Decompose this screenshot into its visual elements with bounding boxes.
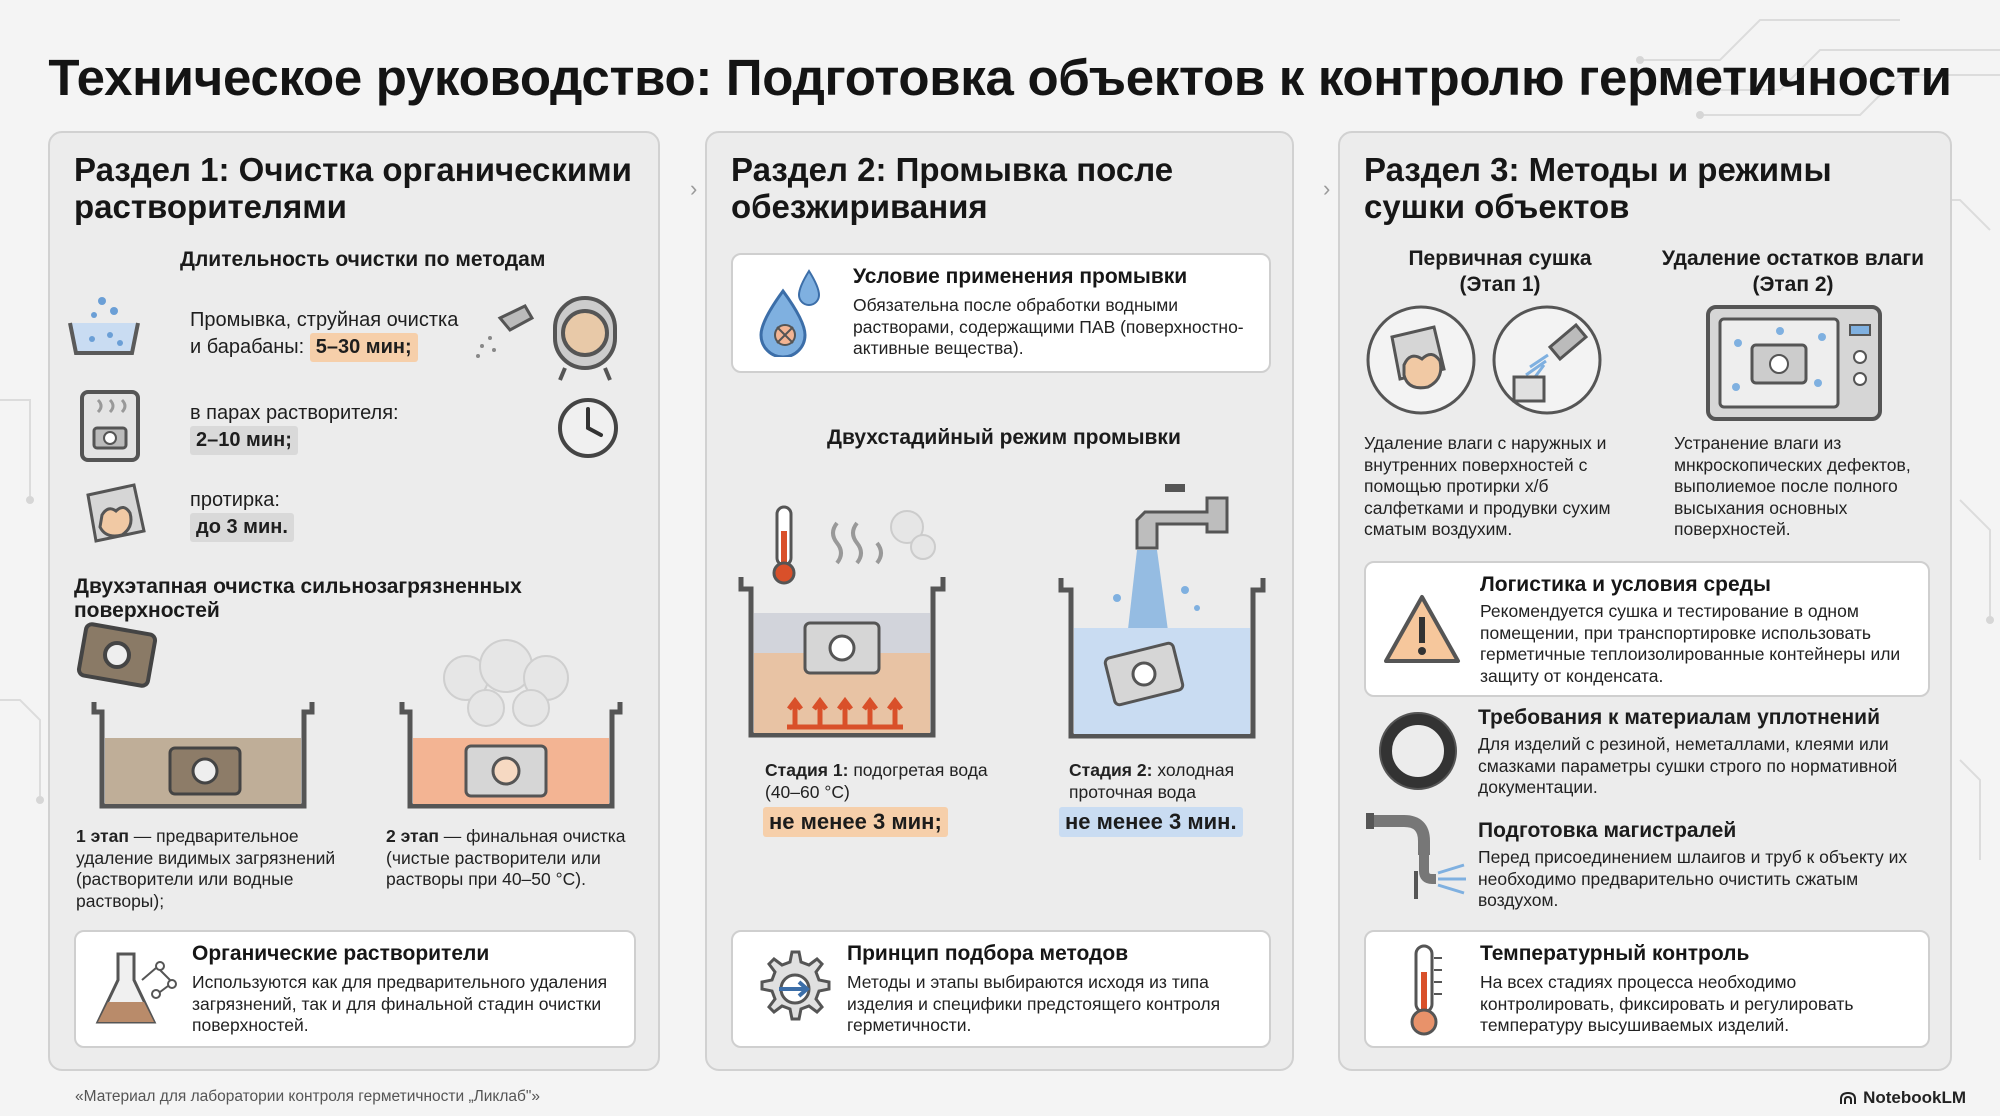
arrow-icon: › bbox=[1323, 176, 1331, 201]
section-1-title: Раздел 1: Очистка органическими раствори… bbox=[74, 151, 632, 225]
card-title: Органические растворители bbox=[192, 942, 490, 965]
stage-2-duration: не менее 3 мин. bbox=[1059, 807, 1243, 837]
method-1-text: Промывка, струйная очистка и барабаны: 5… bbox=[190, 308, 458, 362]
card-text: На всех стадиях процесса необходимо конт… bbox=[1480, 972, 1854, 1035]
gear-icon bbox=[760, 950, 831, 1021]
wash-tank-icon bbox=[68, 297, 140, 355]
method-1-duration: 5–30 мин; bbox=[309, 333, 418, 362]
warm-water-tank-icon bbox=[738, 505, 946, 738]
warning-icon bbox=[1384, 595, 1460, 663]
section-3-title: Раздел 3: Методы и режимы сушки объектов bbox=[1364, 151, 1832, 225]
method-selection-card: Принцип подбора методов Методы и этапы в… bbox=[731, 930, 1271, 1048]
wipe-icon bbox=[86, 483, 146, 543]
clock-icon bbox=[558, 398, 618, 458]
dirty-part-icon bbox=[76, 622, 158, 688]
flask-icon bbox=[95, 952, 177, 1024]
card-text: Методы и этапы выбираются исходя из типа… bbox=[847, 972, 1221, 1035]
section-2-panel: Раздел 2: Промывка после обезжиривания У… bbox=[705, 131, 1294, 1071]
thermometer-icon bbox=[1410, 944, 1442, 1036]
wipe-circle-icon bbox=[1366, 305, 1476, 415]
card-title: Температурный контроль bbox=[1480, 942, 1750, 965]
spray-drum-icon bbox=[476, 296, 617, 381]
residual-drying-heading: Удаление остатков влаги (Этап 2) bbox=[1661, 247, 1925, 296]
two-stage-heading: Двухэтапная очистка сильнозагрязненных п… bbox=[74, 575, 522, 622]
residual-drying-text: Устранение влаги из мнкроскопических деф… bbox=[1674, 433, 1911, 539]
drying-oven-icon bbox=[1706, 305, 1882, 421]
temperature-card: Температурный контроль На всех стадиях п… bbox=[1364, 930, 1930, 1048]
stage-2-text: 2 этап — финальная очистка (чистые раств… bbox=[386, 826, 626, 889]
seal-ring-icon bbox=[1379, 712, 1457, 790]
condition-card: Условие применения промывки Обязательна … bbox=[731, 253, 1271, 373]
durations-heading: Длительность очистки по методам bbox=[180, 248, 546, 271]
logistics-card: Логистика и условия среды Рекомендуется … bbox=[1364, 561, 1930, 697]
organic-solvents-card: Органические растворители Используются к… bbox=[74, 930, 636, 1048]
footer-brand: NotebookLM bbox=[1839, 1088, 1966, 1108]
cold-water-tank-icon bbox=[1058, 484, 1266, 739]
seal-title: Требования к материалам уплотнений bbox=[1478, 706, 1880, 729]
air-blow-circle-icon bbox=[1492, 305, 1602, 415]
mode-heading: Двухстадийный режим промывки bbox=[827, 426, 1181, 449]
card-title: Принцип подбора методов bbox=[847, 942, 1129, 965]
card-title: Условие применения промывки bbox=[853, 265, 1188, 288]
page-title: Техническое руководство: Подготовка объе… bbox=[48, 49, 1952, 106]
card-text: Используются как для предварительного уд… bbox=[192, 972, 608, 1035]
card-title: Логистика и условия среды bbox=[1480, 573, 1771, 596]
lines-title: Подготовка магистралей bbox=[1478, 819, 1737, 842]
seal-text: Для изделий с резиной, неметаллами, клея… bbox=[1478, 734, 1898, 797]
footer-source: «Материал для лаборатории контроля герме… bbox=[75, 1088, 541, 1105]
primary-drying-heading: Первичная сушка (Этап 1) bbox=[1408, 247, 1592, 296]
stage-1-duration: не менее 3 мин; bbox=[763, 807, 948, 837]
section-1-panel: Раздел 1: Очистка органическими раствори… bbox=[48, 131, 660, 1071]
stage-1-tank-icon bbox=[91, 702, 315, 809]
method-2-text: в парах растворителя: 2–10 мин; bbox=[190, 401, 399, 455]
primary-drying-text: Удаление влаги с наружных и внутренних п… bbox=[1364, 433, 1611, 539]
water-drops-icon bbox=[759, 269, 821, 357]
method-3-duration: до 3 мин. bbox=[190, 513, 294, 542]
section-2-title: Раздел 2: Промывка после обезжиривания bbox=[731, 151, 1174, 225]
card-text: Обязательна после обработки водными раст… bbox=[853, 295, 1244, 358]
pipe-icon bbox=[1366, 813, 1466, 899]
method-2-duration: 2–10 мин; bbox=[190, 426, 298, 455]
stage-1-text: Стадия 1: подогретая вода (40–60 °C) bbox=[765, 760, 988, 802]
card-text: Рекомендуется сушка и тестирование в одн… bbox=[1480, 601, 1901, 686]
vapor-tank-icon bbox=[80, 390, 140, 462]
stage-2-tank-icon bbox=[399, 639, 623, 809]
method-3-text: протирка: до 3 мин. bbox=[190, 488, 294, 542]
stage-1-text: 1 этап — предварительное удаление видимы… bbox=[76, 826, 336, 911]
arrow-icon: › bbox=[690, 176, 698, 201]
lines-text: Перед присоединением шлаигов и труб к об… bbox=[1478, 847, 1908, 910]
stage-2-text: Стадия 2: холодная проточная вода bbox=[1069, 760, 1235, 802]
notebooklm-logo-icon bbox=[1840, 1091, 1857, 1104]
section-3-panel: Раздел 3: Методы и режимы сушки объектов… bbox=[1338, 131, 1952, 1071]
